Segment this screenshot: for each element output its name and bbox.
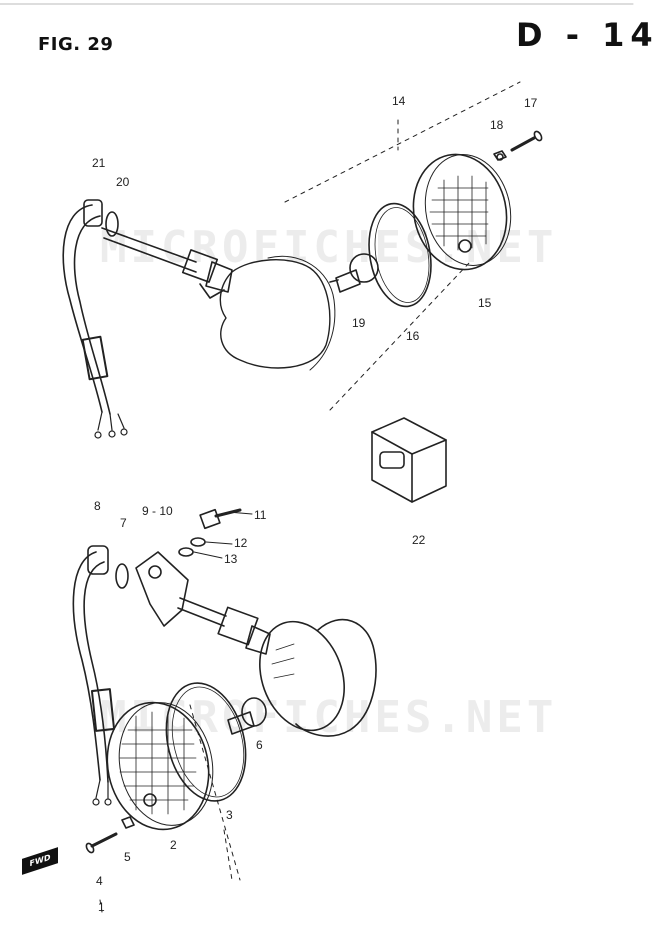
flasher-relay xyxy=(371,417,447,503)
housing-lower xyxy=(259,618,377,737)
callout-8: 8 xyxy=(94,499,101,513)
page-code: D - 14 xyxy=(516,16,659,54)
callout-11: 11 xyxy=(254,508,267,522)
callout-4: 4 xyxy=(96,874,103,888)
callout-1: 1 xyxy=(98,900,105,914)
callout-6: 6 xyxy=(256,738,263,752)
callout-21: 21 xyxy=(92,156,106,170)
gasket-upper xyxy=(368,202,432,308)
callout-17: 17 xyxy=(524,96,538,110)
parts-diagram: FIG. 29 D - 14 MICROFICHES.NET MICROFICH… xyxy=(0,3,653,914)
callout-20: 20 xyxy=(116,175,130,189)
callout-14: 14 xyxy=(392,94,406,108)
housing-upper xyxy=(219,255,336,371)
projection-lines-lower xyxy=(99,704,241,913)
callout-3: 3 xyxy=(226,808,233,822)
figure-title: FIG. 29 xyxy=(38,34,114,55)
callout-19: 19 xyxy=(352,316,366,330)
lens-screw-upper xyxy=(493,130,543,161)
callout-7: 7 xyxy=(120,516,127,530)
callout-9-10: 9 - 10 xyxy=(142,504,173,518)
lead-wire-upper xyxy=(62,204,128,439)
lens-screw-lower xyxy=(85,816,135,854)
callout-18: 18 xyxy=(490,118,504,132)
callout-16: 16 xyxy=(406,329,420,343)
stem-lower xyxy=(177,597,271,655)
bulb-lower xyxy=(227,697,267,735)
callout-22: 22 xyxy=(412,533,426,547)
leader-lines xyxy=(193,511,253,559)
lead-wire-lower xyxy=(72,551,116,806)
projection-lines-upper xyxy=(284,81,521,411)
lens-lower xyxy=(106,701,214,831)
exploded-drawing xyxy=(0,3,634,913)
callout-2: 2 xyxy=(170,838,177,852)
gasket-lower xyxy=(165,682,247,802)
callout-15: 15 xyxy=(478,296,492,310)
mount-bolt xyxy=(178,508,242,557)
watermark-bottom: MICROFICHES.NET xyxy=(100,692,558,743)
stem-upper xyxy=(101,227,233,299)
callout-12: 12 xyxy=(234,536,248,550)
callout-5: 5 xyxy=(124,850,131,864)
gasket-lower-inner xyxy=(171,686,245,798)
lens-upper xyxy=(412,153,512,271)
grommet-bracket-lower xyxy=(87,545,189,627)
callout-13: 13 xyxy=(224,552,238,566)
grommet-nut-upper xyxy=(83,199,119,237)
